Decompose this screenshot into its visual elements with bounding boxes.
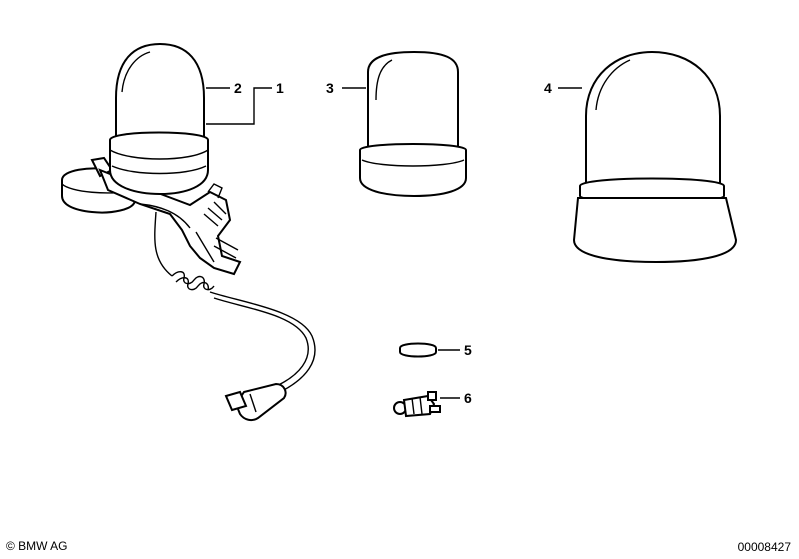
cap-part xyxy=(399,342,437,358)
callout-2: 2 xyxy=(234,80,242,96)
callout-3: 3 xyxy=(326,80,334,96)
beacon-dome-lens xyxy=(115,42,205,141)
beacon-lens-small xyxy=(359,50,467,198)
copyright-text: © BMW AG xyxy=(6,539,68,553)
mounting-bracket xyxy=(98,168,242,276)
cable-plug xyxy=(224,382,287,422)
callout-5: 5 xyxy=(464,342,472,358)
beacon-large xyxy=(572,50,738,264)
callout-1: 1 xyxy=(276,80,284,96)
bulb-socket-part xyxy=(393,391,441,418)
beacon-base xyxy=(109,131,209,196)
coiled-cable xyxy=(154,211,316,395)
leader-lines xyxy=(206,87,582,399)
beacon-with-mount xyxy=(61,42,316,422)
callout-4: 4 xyxy=(544,80,552,96)
callout-6: 6 xyxy=(464,390,472,406)
document-number: 00008427 xyxy=(737,540,791,554)
